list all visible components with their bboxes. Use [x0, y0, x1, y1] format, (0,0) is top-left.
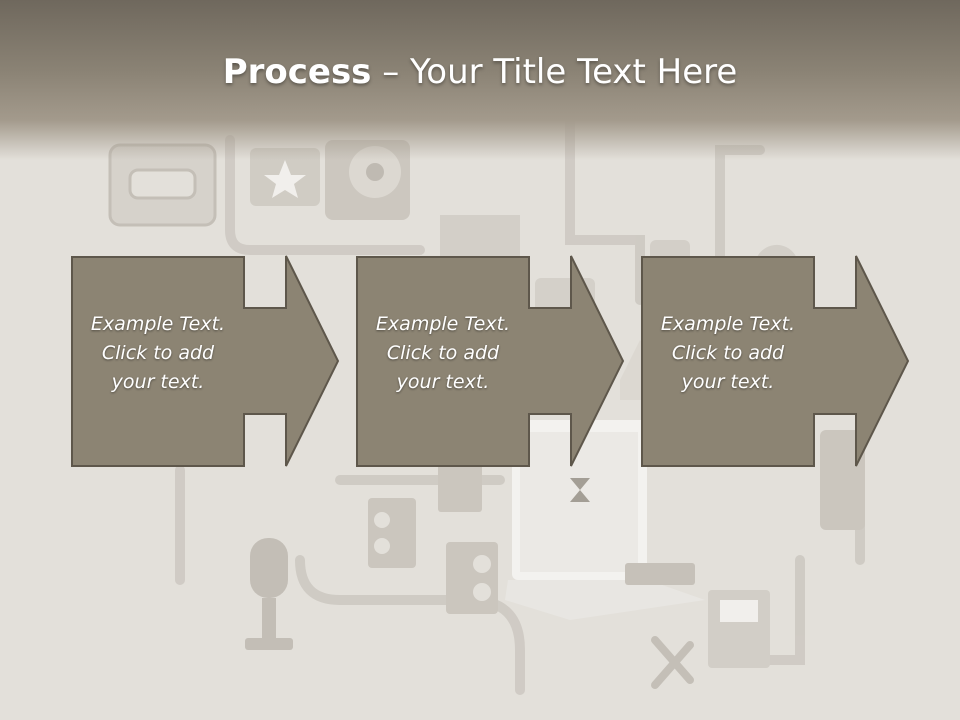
process-step-3[interactable]: Example Text. Click to add your text. [641, 255, 910, 467]
slide-title[interactable]: Process – Your Title Text Here [0, 52, 960, 92]
cassette-icon [108, 143, 217, 227]
star-icon [250, 148, 320, 206]
hourglass-icon [570, 478, 590, 502]
title-bold: Process [222, 52, 372, 92]
title-rest: – Your Title Text Here [371, 52, 738, 92]
title-bar [0, 0, 960, 160]
microphone-icon [245, 538, 293, 650]
step-arrow-shape [641, 255, 910, 467]
step-2-text: Example Text. Click to add your text. [375, 313, 511, 393]
step-3-text: Example Text. Click to add your text. [660, 313, 796, 393]
process-step-1[interactable]: Example Text. Click to add your text. [71, 255, 340, 467]
step-1-text: Example Text. Click to add your text. [90, 313, 226, 393]
tools-icon [651, 636, 694, 689]
step-arrow-shape [356, 255, 625, 467]
floppy-disk-icon [708, 590, 770, 668]
process-step-2[interactable]: Example Text. Click to add your text. [356, 255, 625, 467]
step-arrow-shape [71, 255, 340, 467]
